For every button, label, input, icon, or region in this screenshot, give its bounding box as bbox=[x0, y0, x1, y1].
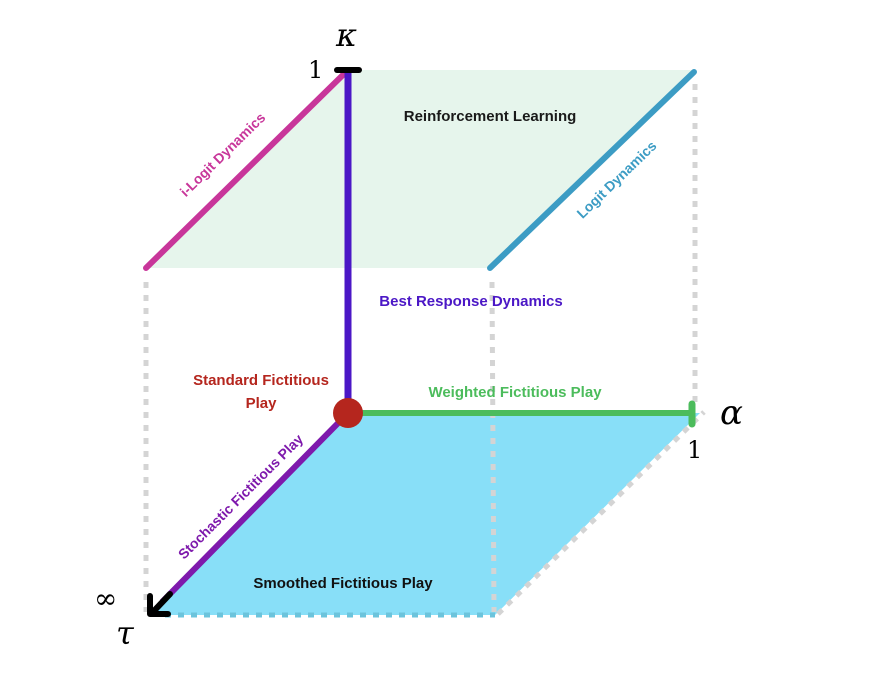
guide-bottom-right-edge bbox=[496, 410, 706, 616]
tau-arrow-icon bbox=[147, 591, 173, 617]
weighted-fictitious-play-label: Weighted Fictitious Play bbox=[428, 384, 602, 401]
best-response-dynamics-label: Best Response Dynamics bbox=[379, 293, 562, 310]
alpha-axis-label: α bbox=[720, 393, 743, 433]
i-logit-dynamics-edge bbox=[143, 67, 351, 271]
standard-fictitious-play-label-line2: Play bbox=[246, 395, 278, 412]
alpha-max-label: 1 bbox=[687, 436, 702, 464]
kappa-axis-label: κ bbox=[335, 16, 357, 54]
kappa-max-label: 1 bbox=[308, 56, 323, 84]
guide-middle-vertical bbox=[489, 281, 497, 613]
reinforcement-learning-label: Reinforcement Learning bbox=[404, 108, 577, 125]
logit-dynamics-edge bbox=[487, 69, 697, 271]
smoothed-fictitious-play-label: Smoothed Fictitious Play bbox=[253, 575, 433, 592]
standard-fictitious-play-point bbox=[333, 398, 363, 428]
tau-axis-label: τ bbox=[116, 614, 135, 652]
stochastic-fictitious-play-edge bbox=[159, 410, 351, 605]
tau-max-label: ∞ bbox=[94, 582, 117, 615]
standard-fictitious-play-label-line1: Standard Fictitious bbox=[193, 372, 329, 389]
smoothed-fictitious-play-plane bbox=[150, 413, 700, 615]
reinforcement-learning-plane bbox=[146, 70, 695, 268]
